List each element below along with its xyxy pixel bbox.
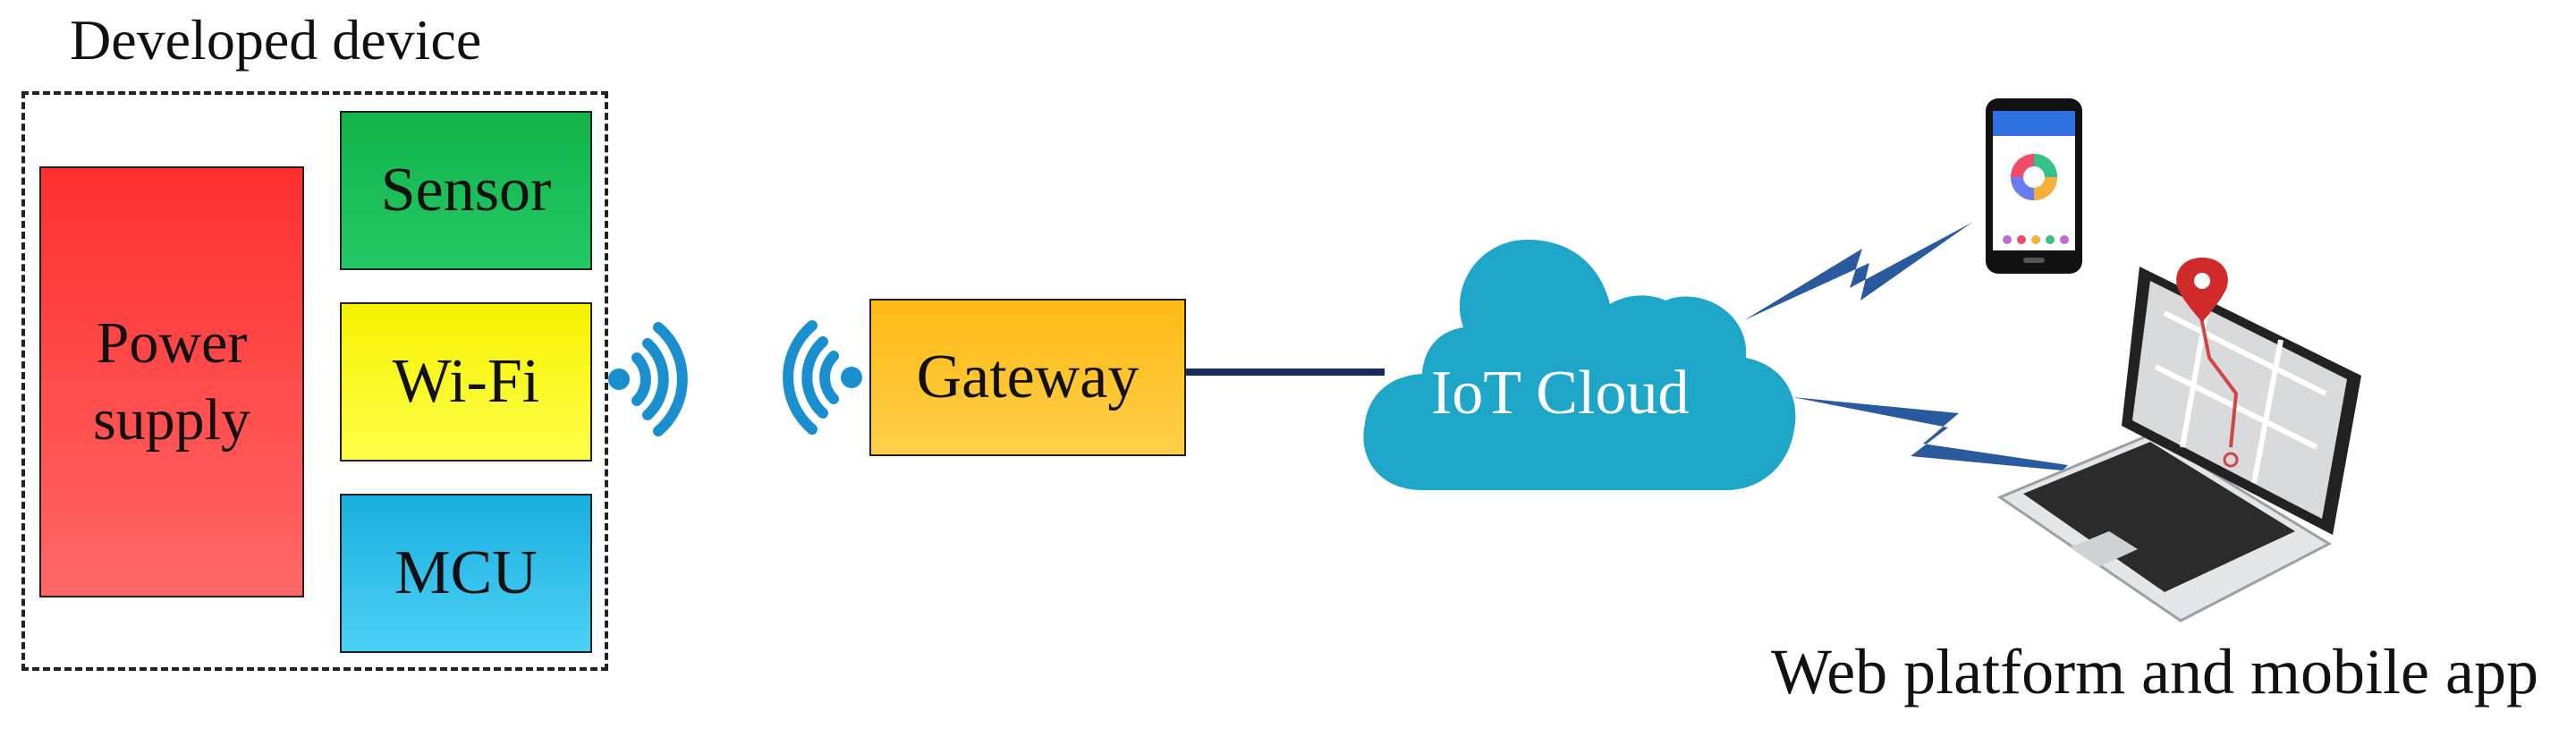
device-wifi-signal-icon bbox=[608, 322, 688, 436]
cloud-icon bbox=[1363, 240, 1796, 490]
gateway-label: Gateway bbox=[916, 343, 1140, 411]
phone-link-bolt-icon bbox=[1744, 222, 1973, 320]
wifi-block: Wi-Fi bbox=[340, 302, 592, 462]
developed-device-title: Developed device bbox=[70, 8, 482, 72]
power-supply-block: Power supply bbox=[39, 166, 304, 597]
laptop-map-icon bbox=[1996, 258, 2361, 623]
mcu-block: MCU bbox=[340, 494, 592, 653]
sensor-block: Sensor bbox=[340, 111, 592, 270]
mcu-label: MCU bbox=[394, 538, 538, 607]
gateway-wifi-signal-icon bbox=[783, 320, 862, 435]
gateway-block: Gateway bbox=[869, 299, 1186, 456]
iot-cloud-label: IoT Cloud bbox=[1431, 359, 1690, 428]
smartphone-icon bbox=[1986, 98, 2082, 274]
sensor-label: Sensor bbox=[380, 156, 552, 224]
web-platform-label: Web platform and mobile app bbox=[1771, 636, 2538, 707]
wifi-label: Wi-Fi bbox=[392, 347, 540, 416]
laptop-link-bolt-icon bbox=[1792, 397, 2068, 470]
developed-device-frame bbox=[21, 91, 608, 671]
power-supply-label: Power supply bbox=[92, 310, 251, 453]
